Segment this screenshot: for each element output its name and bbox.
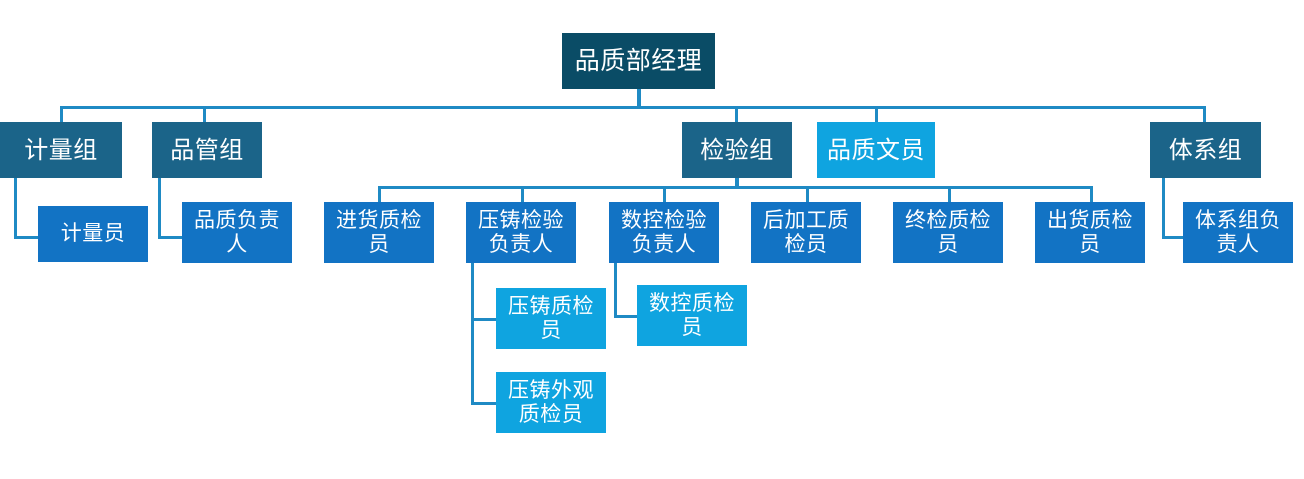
node-label: 后加工质检员 (763, 207, 849, 256)
connector-elbow-h-jiliang-yuan (14, 236, 38, 239)
connector-elbow-v-pinzhi-fuzeren (158, 177, 161, 239)
node-chuhuo-zhijian[interactable]: 出货质检员 (1035, 202, 1145, 263)
node-label: 出货质检员 (1047, 207, 1133, 256)
connector-elbow-h-tixi-fuzeren (1162, 236, 1183, 239)
node-yazhu-jianyan-fuzeren[interactable]: 压铸检验负责人 (466, 202, 576, 263)
node-shukong-jianyan-fuzeren[interactable]: 数控检验负责人 (609, 202, 719, 263)
node-label: 品质文员 (827, 135, 925, 164)
connector-elbow-v-tixi-fuzeren (1162, 177, 1165, 239)
node-label: 计量员 (60, 221, 126, 246)
node-pinzhi-fuzeren[interactable]: 品质负责人 (182, 202, 292, 263)
connector-drop-pinzhi-wenyuan (875, 106, 878, 123)
node-houjiagong-zhijian[interactable]: 后加工质检员 (751, 202, 861, 263)
node-label: 品管组 (170, 135, 244, 164)
node-label: 体系组负责人 (1195, 207, 1281, 256)
connector-drop-jiliang-zu (60, 106, 63, 123)
connector-drop-tixi-zu (1203, 106, 1206, 123)
node-zhongjian-zhijian[interactable]: 终检质检员 (893, 202, 1003, 263)
connector-drop-pinguan-zu (203, 106, 206, 123)
node-label: 数控质检员 (649, 290, 735, 339)
node-pinzhi-wenyuan[interactable]: 品质文员 (817, 122, 935, 178)
node-jianyan-zu[interactable]: 检验组 (682, 122, 792, 178)
connector-elbow-h-pinzhi-fuzeren (158, 236, 182, 239)
connector-drop-jianyan-zu (735, 106, 738, 123)
connector-drop-chuhuo-zhijian (1090, 186, 1093, 203)
node-pinguan-zu[interactable]: 品管组 (152, 122, 262, 178)
connector-elbow-v-shukong-zhijian (614, 263, 617, 318)
node-label: 压铸质检员 (508, 293, 594, 342)
connector-drop-houjiagong-zhijian (806, 186, 809, 203)
connector-elbow-h-shukong-zhijian (614, 315, 637, 318)
node-label: 品质部经理 (574, 46, 703, 75)
node-label: 检验组 (700, 135, 774, 164)
node-label: 体系组 (1168, 135, 1243, 164)
node-tixi-zu[interactable]: 体系组 (1150, 122, 1261, 178)
connector-elbow-h-yazhu-waiguan (471, 402, 496, 405)
node-label: 计量组 (24, 135, 98, 164)
node-label: 压铸检验负责人 (478, 207, 564, 256)
node-label: 进货质检员 (336, 207, 422, 256)
node-jiliang-zu[interactable]: 计量组 (0, 122, 122, 178)
node-yazhu-waiguan-zhijian[interactable]: 压铸外观质检员 (496, 372, 606, 433)
connector-drop-shukong-jianyan (663, 186, 666, 203)
node-tixi-zu-fuzeren[interactable]: 体系组负责人 (1183, 202, 1293, 263)
node-jinhuo-zhijian[interactable]: 进货质检员 (324, 202, 434, 263)
node-shukong-zhijian[interactable]: 数控质检员 (637, 285, 747, 346)
connector-jianyan-bus (378, 186, 1092, 189)
connector-drop-zhongjian-zhijian (948, 186, 951, 203)
connector-root-stem (637, 88, 641, 109)
connector-jianyan-stem (735, 177, 739, 189)
connector-elbow-v-yazhu-children (471, 263, 474, 405)
node-label: 品质负责人 (194, 207, 280, 256)
connector-elbow-v-jiliang-yuan (14, 177, 17, 239)
node-pinzhi-bu-jingli[interactable]: 品质部经理 (562, 33, 715, 89)
node-yazhu-zhijian[interactable]: 压铸质检员 (496, 288, 606, 349)
node-label: 终检质检员 (905, 207, 991, 256)
connector-root-bus (60, 106, 1206, 109)
node-jiliang-yuan[interactable]: 计量员 (38, 206, 148, 262)
connector-drop-yazhu-jianyan (521, 186, 524, 203)
node-label: 压铸外观质检员 (508, 377, 594, 426)
connector-elbow-h-yazhu-zhijian (471, 318, 496, 321)
node-label: 数控检验负责人 (621, 207, 707, 256)
connector-drop-jinhuo-zhijian (378, 186, 381, 203)
